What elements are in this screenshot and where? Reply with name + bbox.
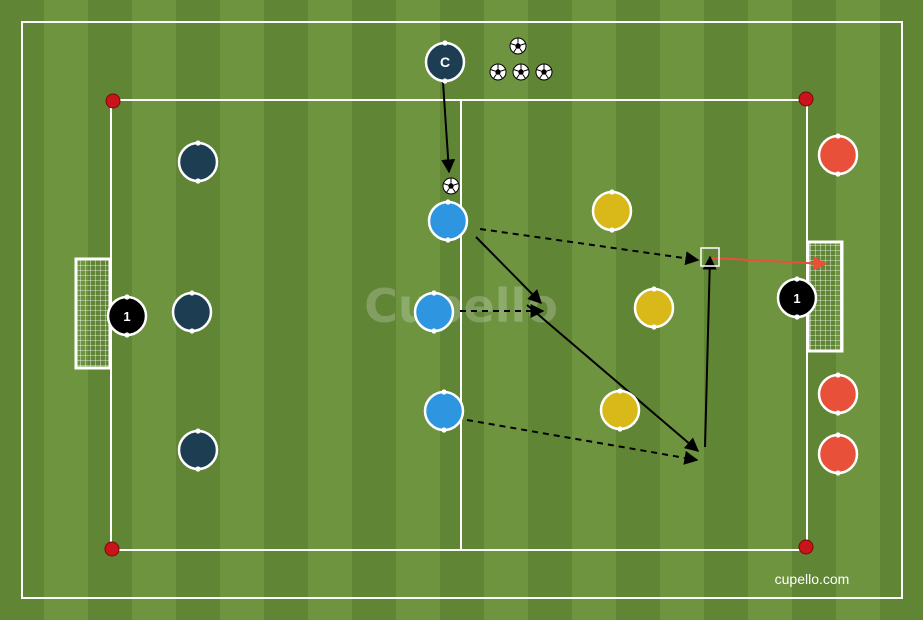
shot-arrow <box>711 256 828 271</box>
ball-icon <box>512 63 530 81</box>
cone-icon <box>798 91 814 107</box>
grass-stripe <box>704 0 748 620</box>
grass-stripe <box>572 0 616 620</box>
blue-player-marker <box>427 199 469 243</box>
goalkeeper-right: 1 <box>776 276 818 320</box>
dashed-run-arrow-bottom <box>466 419 699 465</box>
ball-icon <box>489 63 507 81</box>
cone-icon <box>105 93 121 109</box>
ball-icon <box>509 37 527 55</box>
pitch-boundary <box>21 21 903 599</box>
cone-icon <box>104 541 120 557</box>
dark-player-marker <box>177 428 219 472</box>
yellow-player-marker <box>599 388 641 432</box>
cone-icon <box>798 539 814 555</box>
ball-icon <box>442 177 460 195</box>
red-player-marker <box>817 133 859 177</box>
dark-player-marker <box>171 290 213 334</box>
dashed-run-arrow-top <box>479 228 700 266</box>
grass-stripe <box>308 0 352 620</box>
goalkeeper-label: 1 <box>793 291 800 306</box>
yellow-player-marker <box>591 189 633 233</box>
coach-pass-arrow <box>441 81 456 174</box>
pass-arrow-up <box>702 255 717 448</box>
blue-player-marker <box>413 290 455 334</box>
coach-marker: C <box>424 40 466 84</box>
players <box>171 133 859 476</box>
goalkeeper-label: 1 <box>123 309 130 324</box>
brand-label: cupello.com <box>775 571 850 587</box>
dark-player-marker <box>177 140 219 184</box>
left-goal <box>74 257 112 370</box>
corner-cones <box>104 91 814 557</box>
grass-stripe <box>352 0 396 620</box>
red-player-marker <box>817 432 859 476</box>
target-square <box>700 247 720 267</box>
pass-arrow-long <box>526 304 700 452</box>
grass-stripe <box>264 0 308 620</box>
yellow-player-marker <box>633 286 675 330</box>
movement-arrows <box>441 81 828 465</box>
red-player-marker <box>817 372 859 416</box>
ball-icon <box>535 63 553 81</box>
coach-label: C <box>440 54 450 70</box>
grass-stripe <box>220 0 264 620</box>
pass-arrow-diagonal <box>475 236 542 304</box>
blue-player-marker <box>423 389 465 433</box>
goalkeeper-left: 1 <box>106 294 148 338</box>
